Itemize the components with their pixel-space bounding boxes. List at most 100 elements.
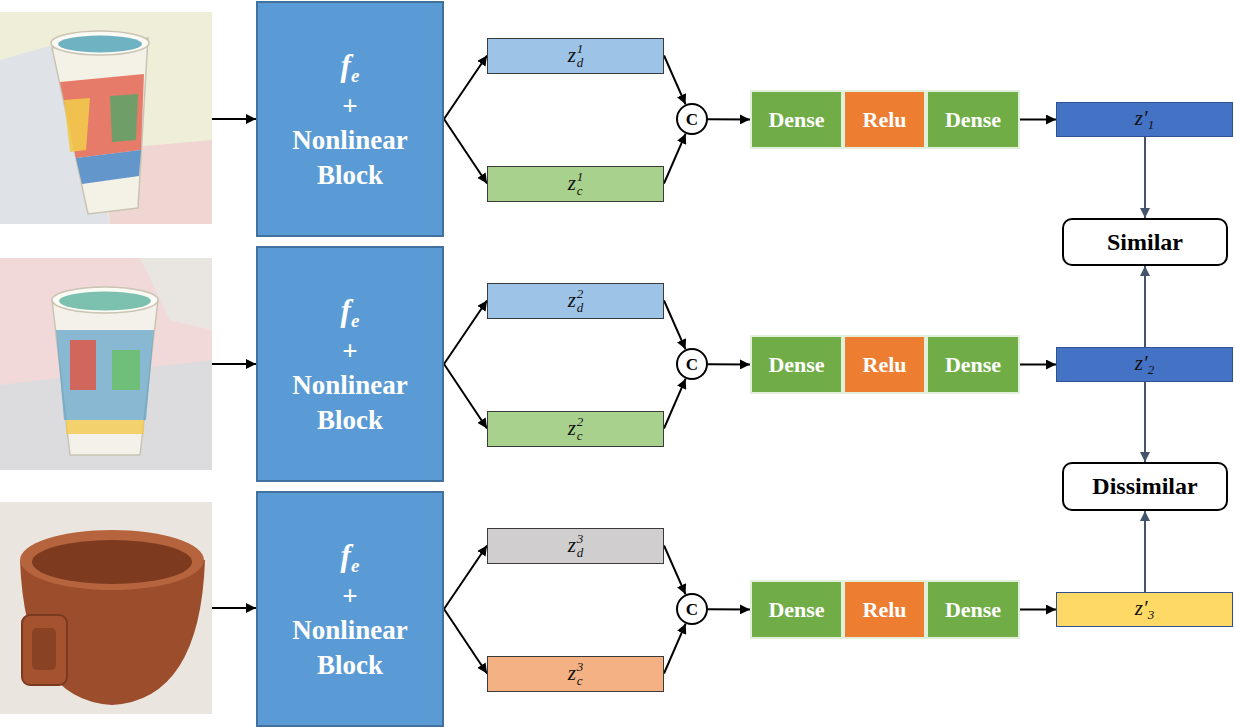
layer-text: Dense <box>768 107 824 133</box>
projection-output: z′1 <box>1056 102 1233 137</box>
feature-text: z1d <box>568 42 584 69</box>
circle-text: C <box>686 356 698 373</box>
latent-symbol: z <box>568 43 576 67</box>
layer-label: Dense <box>768 352 824 378</box>
index-stack: 3d <box>577 532 584 559</box>
layer-text: Dense <box>945 597 1001 623</box>
dense-layer: Dense <box>750 580 843 639</box>
function-symbol: f <box>341 293 351 328</box>
similarity-box: Similar <box>1062 218 1228 266</box>
relu-layer: Relu <box>843 90 926 149</box>
dense-layer: Dense <box>750 90 843 149</box>
dense-layer: Dense <box>926 580 1020 639</box>
block-text: fe+Nonlinear Block <box>265 291 435 438</box>
layer-label: Dense <box>768 597 824 623</box>
encoder-block: fe+Nonlinear Block <box>256 246 444 482</box>
output-symbol: z′ <box>1135 596 1148 620</box>
comparison-arrow <box>1144 266 1146 347</box>
flow-arrow <box>444 301 487 365</box>
latent-symbol: z <box>568 171 576 195</box>
output-index: 3 <box>1148 607 1155 622</box>
function-line: fe <box>265 46 435 89</box>
flow-arrow <box>444 546 487 610</box>
view-index: 3 <box>577 532 584 546</box>
output-text: z′1 <box>1135 108 1154 132</box>
circle-text: C <box>686 601 698 618</box>
flow-arrow <box>664 546 686 595</box>
view-index: 1 <box>577 170 584 184</box>
view-index: 1 <box>577 42 584 56</box>
function-subscript: e <box>351 555 359 576</box>
mug-photo <box>0 502 212 714</box>
flow-arrow <box>664 301 686 350</box>
flow-arrow <box>1020 119 1056 121</box>
function-symbol: f <box>341 538 351 573</box>
output-symbol: z′ <box>1135 106 1148 130</box>
layer-text: Relu <box>863 352 907 378</box>
feature-type: c <box>577 429 584 443</box>
layer-label: Dense <box>945 352 1001 378</box>
flow-arrow <box>1020 364 1056 366</box>
feature-type: c <box>577 184 584 198</box>
circle-outline <box>677 349 707 379</box>
comparison-label: Similar <box>1107 229 1183 256</box>
layer-text: Relu <box>863 597 907 623</box>
feature-type: c <box>577 674 584 688</box>
domain-feature: z2d <box>487 283 664 319</box>
block-label: + <box>265 579 435 614</box>
comparison-arrow <box>1144 137 1146 218</box>
block-label: Nonlinear Block <box>265 613 435 682</box>
relu-layer: Relu <box>843 580 926 639</box>
layer-text: Dense <box>768 597 824 623</box>
layer-text: Dense <box>768 352 824 378</box>
decision-text: Dissimilar <box>1092 473 1197 500</box>
latent-symbol: z <box>568 416 576 440</box>
block-label: Nonlinear Block <box>265 368 435 437</box>
view-index: 2 <box>577 415 584 429</box>
index-stack: 1d <box>577 42 584 69</box>
input-arrow <box>212 607 256 609</box>
layer-label: Relu <box>863 352 907 378</box>
flow-arrow <box>1020 609 1056 611</box>
encoder-block: fe+Nonlinear Block <box>256 1 444 237</box>
concat-circle: C <box>676 593 708 625</box>
comparison-arrow <box>1144 382 1146 462</box>
flow-arrow <box>708 608 750 610</box>
feature-type: d <box>577 546 584 560</box>
index-stack: 3c <box>577 660 584 687</box>
flow-arrow <box>708 118 750 120</box>
layer-label: Dense <box>945 597 1001 623</box>
flow-arrow <box>444 364 487 429</box>
function-subscript: e <box>351 310 359 331</box>
layer-label: Relu <box>863 597 907 623</box>
concat-circle: C <box>676 348 708 380</box>
output-index: 2 <box>1148 362 1155 377</box>
layer-text: Dense <box>945 107 1001 133</box>
layer-label: Dense <box>768 107 824 133</box>
flow-arrow <box>708 363 750 365</box>
layer-text: Relu <box>863 107 907 133</box>
flow-arrow <box>444 609 487 674</box>
function-line: fe <box>265 536 435 579</box>
index-stack: 2c <box>577 415 584 442</box>
flow-arrow <box>664 379 686 429</box>
block-text: fe+Nonlinear Block <box>265 46 435 193</box>
similarity-box: Dissimilar <box>1062 462 1228 511</box>
flow-arrow <box>444 119 487 184</box>
function-symbol: f <box>341 48 351 83</box>
class-feature: z2c <box>487 411 664 447</box>
input-arrow <box>212 118 256 120</box>
feature-text: z2c <box>568 415 584 442</box>
output-text: z′3 <box>1135 598 1154 622</box>
projection-output: z′2 <box>1056 347 1233 382</box>
feature-type: d <box>577 56 584 70</box>
flow-arrow <box>664 134 686 184</box>
circle-outline <box>677 594 707 624</box>
output-text: z′2 <box>1135 353 1154 377</box>
latent-symbol: z <box>568 533 576 557</box>
block-label: + <box>265 89 435 124</box>
view-index: 3 <box>577 660 584 674</box>
comparison-arrow <box>1144 511 1146 592</box>
